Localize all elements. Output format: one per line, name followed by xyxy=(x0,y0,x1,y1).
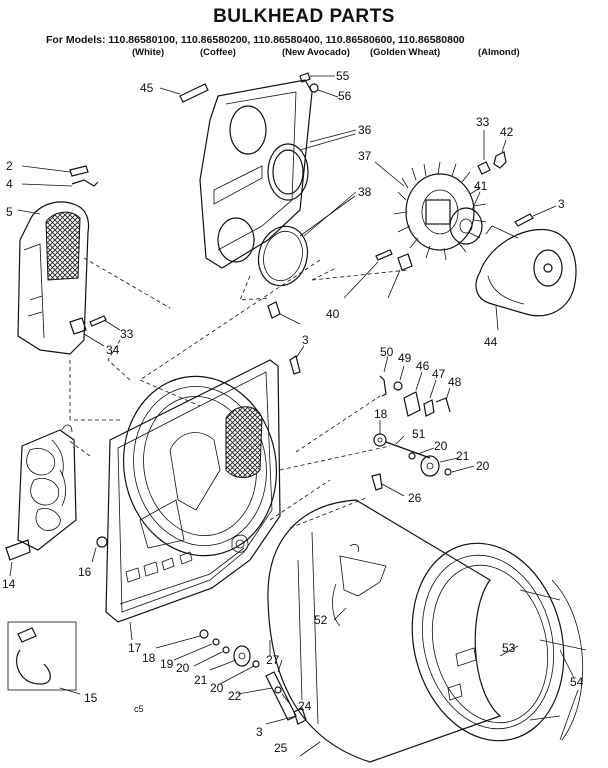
part-40-clip xyxy=(343,249,413,299)
callout-42: 42 xyxy=(500,125,514,139)
color-label-new-avocado: (New Avocado) xyxy=(282,47,350,58)
callout-3-bottom: 3 xyxy=(256,725,263,739)
callout-26: 26 xyxy=(408,491,422,505)
callout-18-right: 18 xyxy=(374,407,388,421)
callout-54: 54 xyxy=(570,675,584,689)
callout-3-middle: 3 xyxy=(302,333,309,347)
part-16-nut xyxy=(91,536,108,563)
callout-44: 44 xyxy=(484,335,498,349)
callout-56: 56 xyxy=(338,89,352,103)
callout-15: 15 xyxy=(84,691,98,705)
part-17-22-roller-bottom xyxy=(155,629,307,725)
part-55-56-fasteners xyxy=(299,72,339,98)
callout-33-left: 33 xyxy=(120,327,134,341)
callout-20-right-b: 20 xyxy=(476,459,490,473)
callout-40: 40 xyxy=(326,307,340,321)
part-3-screw-middle xyxy=(267,301,305,375)
callout-52: 52 xyxy=(314,613,328,627)
callout-47: 47 xyxy=(432,367,446,381)
callout-16: 16 xyxy=(78,565,92,579)
part-5-lint-filter xyxy=(17,201,90,355)
callout-18-bottom: 18 xyxy=(142,651,156,665)
page-title: BULKHEAD PARTS xyxy=(213,6,395,27)
part-18-21-roller-right xyxy=(373,420,475,477)
callout-14: 14 xyxy=(2,577,16,591)
callout-4: 4 xyxy=(6,177,13,191)
footer-code: c5 xyxy=(134,704,144,714)
callout-48: 48 xyxy=(448,375,462,389)
callout-21-bottom: 21 xyxy=(194,673,208,687)
part-33-42-screws xyxy=(477,130,507,175)
callout-labels: 45 55 56 36 37 38 33 42 41 3 2 4 5 33 34… xyxy=(2,69,584,755)
part-46-48-door-switch xyxy=(379,355,451,417)
callout-34: 34 xyxy=(106,343,120,357)
callout-19: 19 xyxy=(160,657,174,671)
part-36-duct-panel xyxy=(199,79,356,269)
callout-25: 25 xyxy=(274,741,288,755)
callout-38: 38 xyxy=(358,185,372,199)
part-33-34-hardware xyxy=(69,315,121,347)
color-label-white: (White) xyxy=(132,47,165,58)
part-26-clip xyxy=(371,473,405,497)
part-14-heating-element xyxy=(5,424,77,577)
part-15-belt xyxy=(7,621,81,695)
part-25-drum xyxy=(267,499,587,763)
callout-27: 27 xyxy=(266,653,280,667)
part-2-4-screws xyxy=(21,165,99,187)
callout-2: 2 xyxy=(6,159,13,173)
color-label-golden-wheat: (Golden Wheat) xyxy=(370,47,441,58)
callout-20-bottom-a: 20 xyxy=(176,661,190,675)
callout-50: 50 xyxy=(380,345,394,359)
color-label-almond: (Almond) xyxy=(478,47,520,58)
part-3-screw-right xyxy=(514,205,557,227)
part-bulkhead-panel xyxy=(105,359,281,641)
callout-22: 22 xyxy=(228,689,242,703)
callout-3-right: 3 xyxy=(558,197,565,211)
part-41-blower-hub xyxy=(449,191,483,245)
callout-53: 53 xyxy=(502,641,516,655)
callout-17: 17 xyxy=(128,641,142,655)
callout-20-bottom-b: 20 xyxy=(210,681,224,695)
callout-33-top: 33 xyxy=(476,115,490,129)
part-37-blower-wheel xyxy=(374,161,487,261)
part-44-blower-housing xyxy=(475,225,577,331)
models-line: For Models: 110.86580100, 110.86580200, … xyxy=(46,34,465,46)
callout-49: 49 xyxy=(398,351,412,365)
callout-21-right: 21 xyxy=(456,449,470,463)
color-label-coffee: (Coffee) xyxy=(200,47,236,58)
callout-51: 51 xyxy=(412,427,426,441)
callout-24: 24 xyxy=(298,699,312,713)
callout-5: 5 xyxy=(6,205,13,219)
callout-20-right-a: 20 xyxy=(434,439,448,453)
callout-37: 37 xyxy=(358,149,372,163)
part-45-bracket xyxy=(159,83,209,103)
callout-36: 36 xyxy=(358,123,372,137)
callout-45: 45 xyxy=(140,81,154,95)
callout-55: 55 xyxy=(336,69,350,83)
callout-46: 46 xyxy=(416,359,430,373)
part-38-gasket-ring xyxy=(257,195,356,287)
callout-41: 41 xyxy=(474,179,488,193)
